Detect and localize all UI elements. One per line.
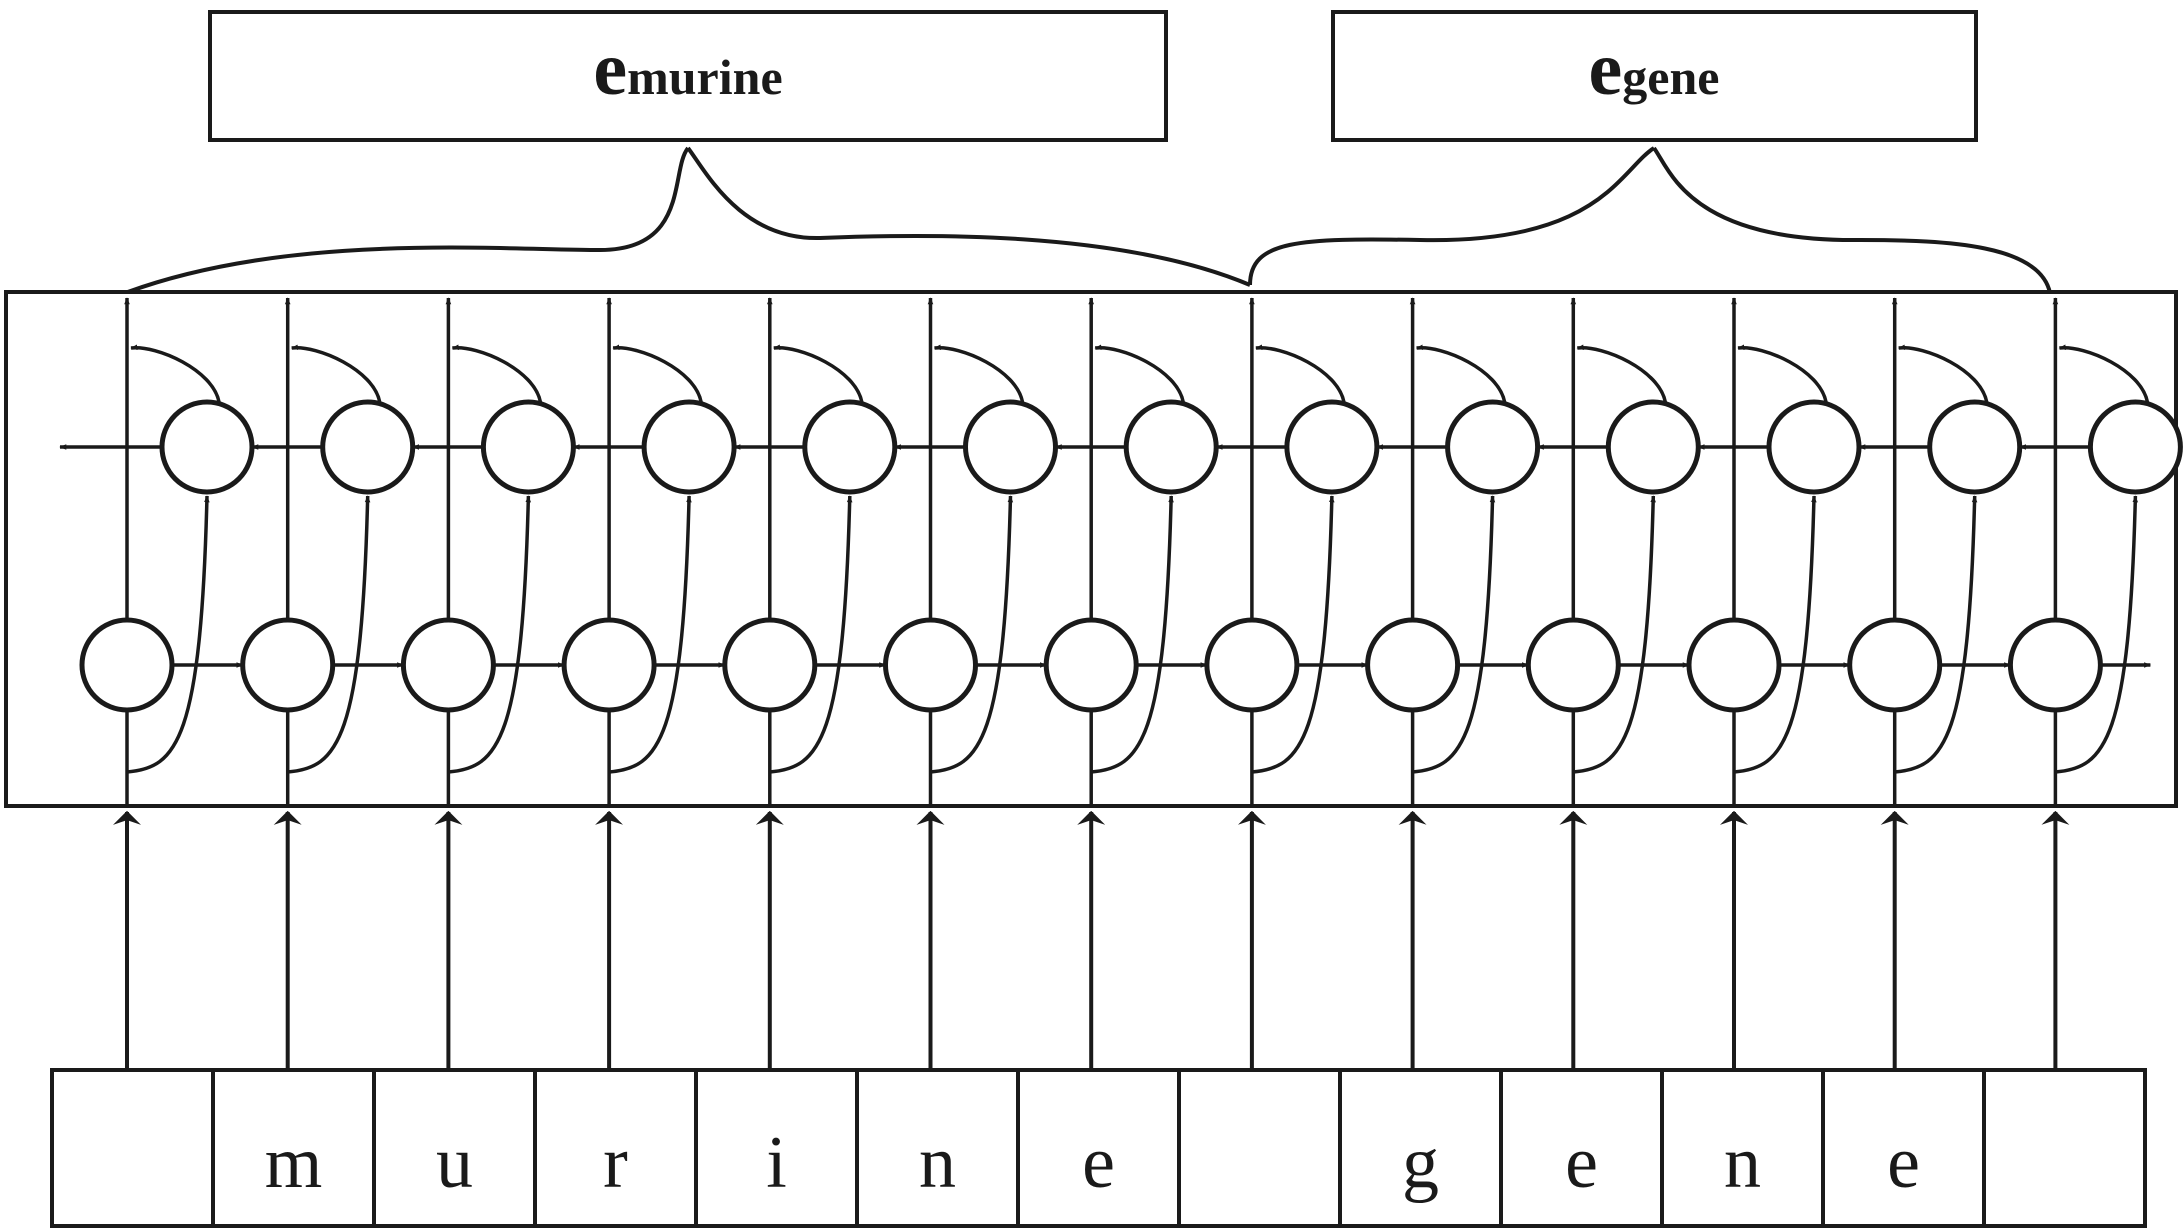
- input-char-box: r: [533, 1068, 698, 1228]
- input-char-box: [1982, 1068, 2147, 1228]
- input-char-label: u: [436, 1122, 473, 1204]
- input-char-box: e: [1821, 1068, 1986, 1228]
- backward-lstm-node: [1927, 399, 2023, 495]
- input-char-box: i: [694, 1068, 859, 1228]
- backward-lstm-node: [1605, 399, 1701, 495]
- input-char-box: u: [372, 1068, 537, 1228]
- input-char-label: e: [1082, 1122, 1115, 1204]
- backward-output-curve: [1576, 344, 1668, 403]
- backward-lstm-node: [963, 399, 1058, 495]
- time-step: [79, 297, 255, 1070]
- time-step: [1204, 297, 1380, 1070]
- forward-lstm-node: [1847, 617, 1943, 713]
- output-embedding-gene: egene: [1331, 10, 1978, 142]
- backward-output-curve: [2058, 344, 2150, 403]
- backward-output-curve: [1898, 344, 1989, 403]
- backward-input-curve: [1733, 495, 1817, 774]
- input-char-box: g: [1338, 1068, 1503, 1228]
- input-char-label: n: [1724, 1122, 1761, 1204]
- output-brace-gene: [1248, 146, 2052, 294]
- backward-output-curve: [1094, 344, 1185, 403]
- time-step: [1686, 297, 1862, 1070]
- backward-input-curve: [1573, 495, 1656, 774]
- input-char-box: n: [855, 1068, 1020, 1228]
- backward-output-curve: [773, 344, 864, 403]
- time-step: [883, 297, 1058, 1070]
- backward-output-curve: [612, 344, 703, 403]
- backward-output-curve: [1737, 344, 1828, 403]
- backward-lstm-node: [641, 399, 737, 495]
- backward-lstm-node: [1123, 399, 1219, 495]
- time-step: [1043, 297, 1219, 1070]
- backward-output-curve: [291, 344, 382, 403]
- forward-lstm-node: [561, 617, 657, 713]
- backward-lstm-node: [320, 399, 416, 495]
- input-char-label: e: [1565, 1122, 1598, 1204]
- output-label-gene: egene: [1589, 27, 1720, 111]
- backward-input-curve: [930, 495, 1014, 774]
- forward-lstm-node: [240, 617, 336, 713]
- backward-input-curve: [2055, 495, 2139, 774]
- input-char-box: n: [1660, 1068, 1825, 1228]
- input-char-box: [50, 1068, 215, 1228]
- forward-lstm-node: [79, 617, 175, 713]
- input-char-box: e: [1499, 1068, 1664, 1228]
- backward-input-curve: [1894, 495, 1978, 774]
- forward-lstm-node: [1365, 617, 1461, 713]
- bilstm-cells: [59, 297, 2183, 1070]
- time-step: [1847, 297, 2023, 1070]
- backward-lstm-node: [1284, 399, 1380, 495]
- input-char-box: m: [211, 1068, 376, 1228]
- backward-input-curve: [448, 495, 532, 774]
- backward-input-curve: [126, 495, 210, 774]
- output-embedding-murine: emurine: [208, 10, 1168, 142]
- input-char-box: [1177, 1068, 1342, 1228]
- backward-lstm-node: [1445, 399, 1541, 495]
- backward-lstm-node: [480, 399, 576, 495]
- backward-lstm-node: [802, 399, 898, 495]
- forward-lstm-node: [1525, 617, 1621, 713]
- forward-lstm-node: [883, 617, 978, 713]
- backward-output-curve: [1415, 344, 1507, 403]
- time-step: [400, 297, 576, 1070]
- backward-output-curve: [933, 344, 1025, 403]
- time-step: [2007, 297, 2183, 1070]
- forward-lstm-node: [722, 617, 818, 713]
- input-char-label: n: [919, 1122, 956, 1204]
- backward-output-curve: [130, 344, 221, 403]
- forward-lstm-node: [1204, 617, 1300, 713]
- backward-input-curve: [1091, 495, 1174, 774]
- backward-input-curve: [608, 495, 692, 774]
- forward-lstm-node: [2007, 617, 2103, 713]
- backward-input-curve: [287, 495, 371, 774]
- input-char-box: e: [1016, 1068, 1181, 1228]
- input-char-label: r: [603, 1122, 628, 1204]
- backward-lstm-node: [2087, 399, 2183, 495]
- backward-input-curve: [1251, 495, 1335, 774]
- backward-lstm-node: [1766, 399, 1862, 495]
- backward-input-curve: [769, 495, 853, 774]
- input-char-label: g: [1402, 1122, 1439, 1204]
- input-char-label: m: [265, 1122, 323, 1204]
- backward-input-curve: [1412, 495, 1496, 774]
- output-brace-murine: [124, 146, 1251, 295]
- output-label-murine: emurine: [593, 27, 782, 111]
- forward-lstm-node: [400, 617, 496, 713]
- input-char-label: e: [1887, 1122, 1920, 1204]
- time-step: [722, 297, 898, 1070]
- backward-lstm-node: [159, 399, 255, 495]
- backward-output-curve: [1255, 344, 1346, 403]
- input-char-label: i: [766, 1122, 787, 1204]
- forward-lstm-node: [1043, 617, 1139, 713]
- time-step: [240, 297, 416, 1070]
- forward-lstm-node: [1686, 617, 1782, 713]
- backward-output-curve: [451, 344, 543, 403]
- time-step: [1365, 297, 1541, 1070]
